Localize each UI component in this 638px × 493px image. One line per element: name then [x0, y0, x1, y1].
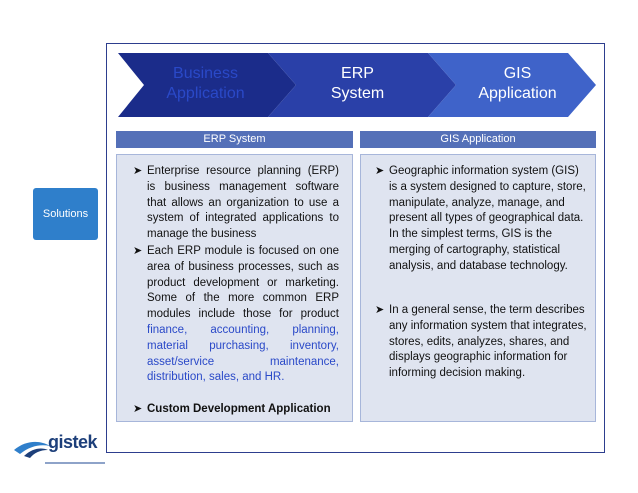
- arrow-bullet-icon: ➤: [375, 304, 385, 316]
- process-chevrons: [118, 53, 596, 117]
- arrow-bullet-icon: ➤: [133, 165, 143, 177]
- solutions-label: Solutions: [42, 208, 89, 220]
- chevron-gis: [428, 53, 596, 117]
- erp-bullet-2: ➤ Each ERP module is focused on one area…: [133, 245, 339, 384]
- step-business-label: Business Application: [166, 65, 245, 102]
- erp-column-header: ERP System: [116, 131, 353, 148]
- arrow-bullet-icon: ➤: [133, 245, 143, 257]
- gis-bullet-1: ➤ Geographic information system (GIS) is…: [375, 165, 586, 272]
- erp-module-list: finance, accounting, planning, material …: [147, 323, 339, 384]
- step-gis-label: GIS Application: [478, 65, 557, 102]
- arrow-bullet-icon: ➤: [133, 403, 143, 415]
- logo-wordmark: gistek: [48, 432, 98, 452]
- arrow-bullet-icon: ➤: [375, 165, 385, 177]
- erp-bullet-1: ➤ Enterprise resource planning (ERP) is …: [133, 165, 339, 241]
- solutions-badge: Solutions: [33, 188, 98, 240]
- chevron-business: [118, 53, 296, 117]
- gistek-logo: [14, 441, 105, 464]
- gis-column-header: GIS Application: [360, 131, 596, 148]
- chevron-erp: [268, 53, 456, 117]
- erp-bullet-3: ➤ Custom Development Application: [133, 402, 339, 418]
- step-erp-label: ERP System: [330, 65, 385, 102]
- erp-panel: [116, 154, 353, 422]
- gis-bullet-2: ➤ In a general sense, the term describes…: [375, 304, 587, 380]
- gis-panel: [360, 154, 596, 422]
